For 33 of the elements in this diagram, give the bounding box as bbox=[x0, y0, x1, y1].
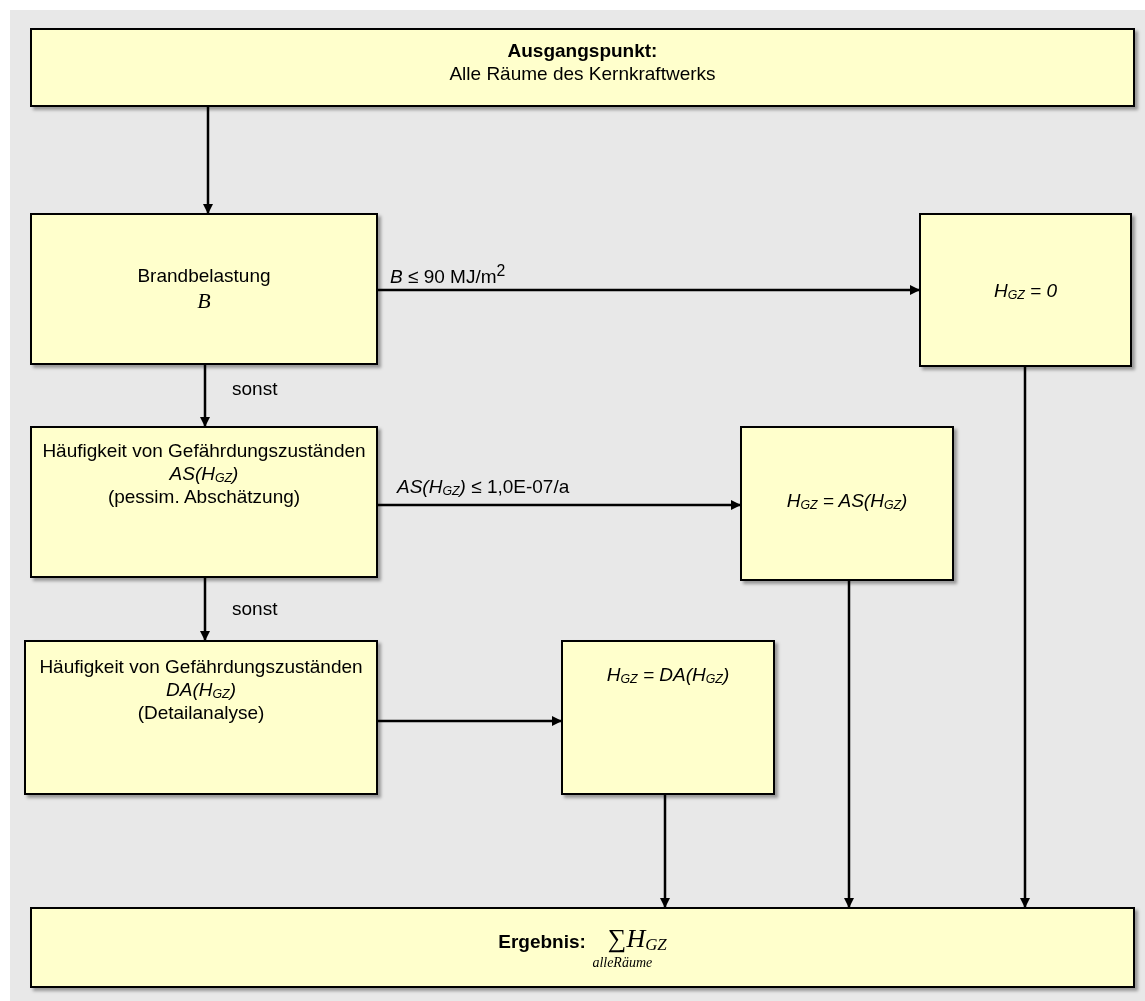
sum-formula: ∑H$_{GZ}$ bbox=[607, 922, 667, 956]
node-title: Brandbelastung bbox=[137, 265, 271, 288]
arrow bbox=[378, 285, 920, 295]
arrow bbox=[200, 365, 210, 427]
arrow bbox=[1020, 367, 1030, 908]
sum-index: alleRäume bbox=[592, 955, 653, 973]
arrow bbox=[203, 107, 213, 214]
result-box bbox=[919, 213, 1132, 367]
arrow bbox=[200, 578, 210, 641]
process-box bbox=[30, 426, 378, 578]
result-box bbox=[30, 907, 1135, 988]
node-text: Alle Räume des Kernkraftwerks bbox=[449, 62, 716, 86]
node-text: (pessim. Abschätzung) bbox=[107, 486, 301, 509]
node-text: H$_{GZ}$ = AS(H$_{GZ}$) bbox=[786, 490, 908, 514]
arrow bbox=[844, 581, 854, 908]
result-box bbox=[561, 640, 775, 795]
node-text: AS(H$_{GZ}$) bbox=[169, 462, 239, 487]
result-box bbox=[740, 426, 954, 581]
arrow bbox=[378, 500, 741, 510]
node-text: H$_{GZ}$ = 0 bbox=[993, 280, 1058, 304]
start-box bbox=[30, 28, 1135, 107]
node-title: Ausgangspunkt: bbox=[507, 40, 658, 63]
result-label: Ergebnis: bbox=[498, 931, 586, 954]
arrow bbox=[378, 716, 562, 726]
node-text: H$_{GZ}$ = DA(H$_{GZ}$) bbox=[606, 664, 730, 688]
process-box bbox=[24, 640, 378, 795]
node-text: DA(H$_{GZ}$) bbox=[166, 678, 236, 703]
node-text: B bbox=[197, 287, 211, 315]
node-text: (Detailanalyse) bbox=[137, 702, 265, 725]
process-box bbox=[30, 213, 378, 365]
arrow bbox=[660, 795, 670, 908]
node-title: Häufigkeit von Gefährdungszuständen bbox=[39, 656, 363, 679]
node-title: Häufigkeit von Gefährdungszuständen bbox=[42, 440, 366, 463]
